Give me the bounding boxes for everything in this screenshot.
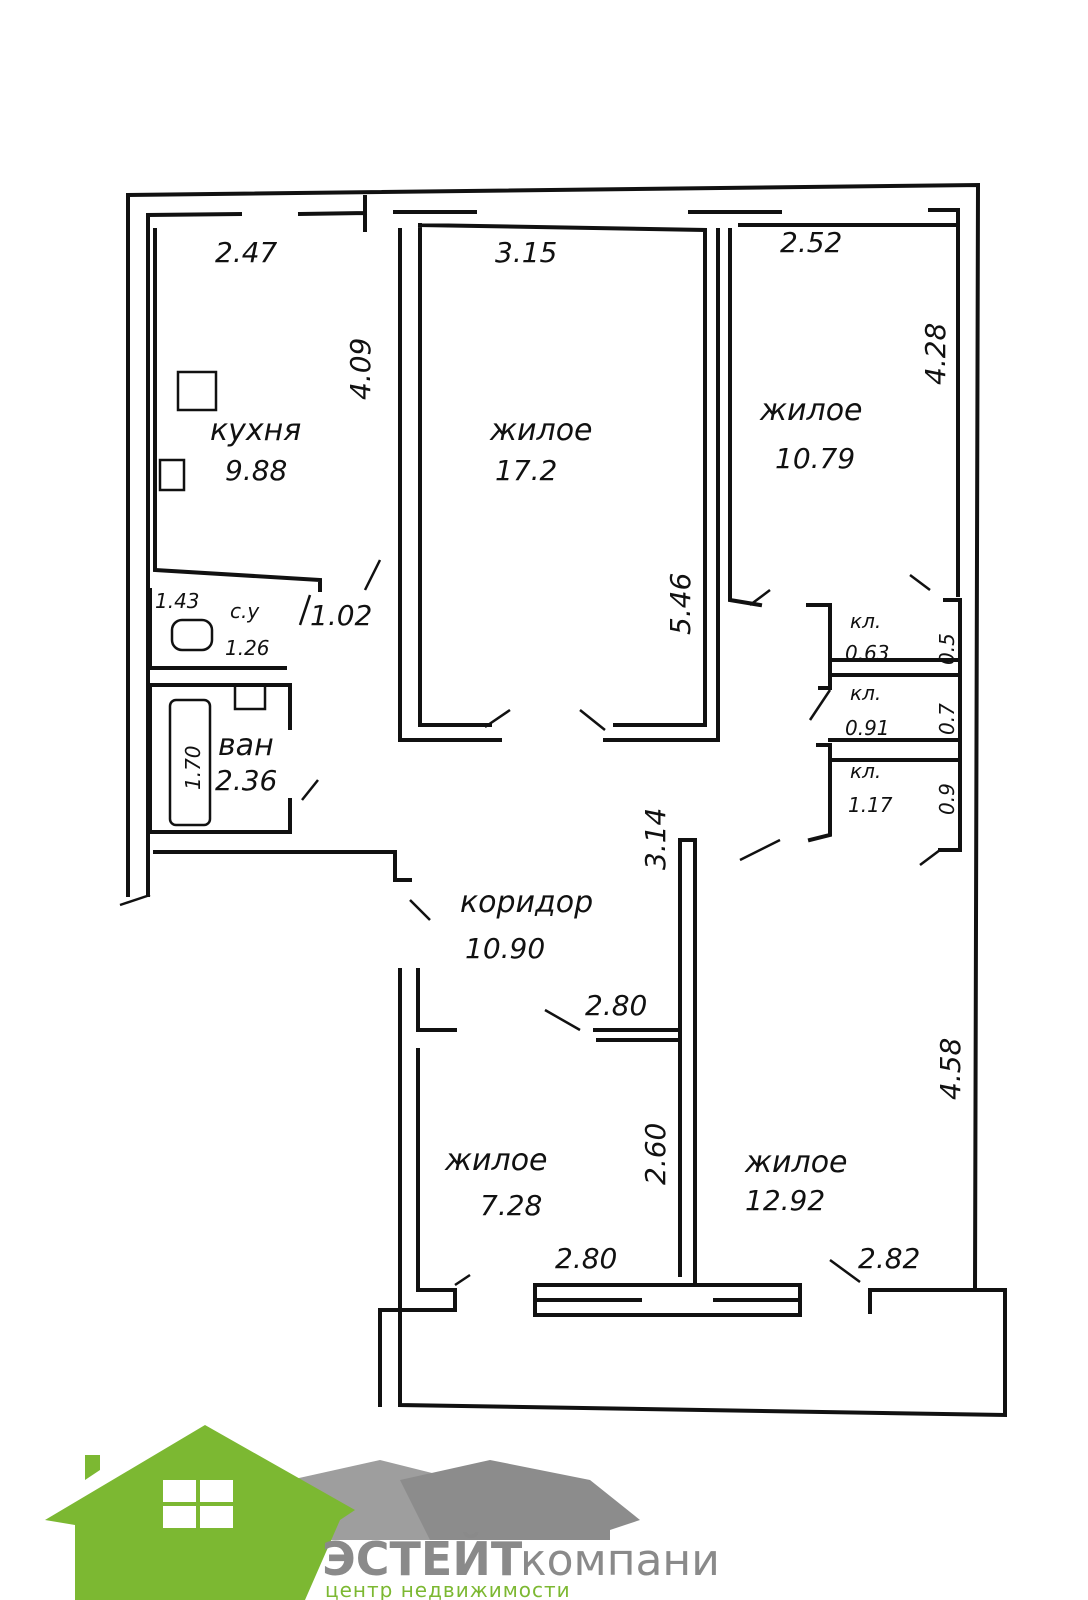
- room-area-closet2: 0.91: [845, 716, 890, 740]
- dim-closet2-depth: 0.7: [935, 703, 959, 735]
- room-name-kitchen: кухня: [210, 413, 301, 448]
- room-area-closet3: 1.17: [848, 793, 893, 817]
- logo-brand-bold: ЭСТЕЙТ: [322, 1532, 523, 1586]
- room-area-living2: 10.79: [775, 442, 855, 475]
- room-area-wc: 1.26: [225, 636, 270, 660]
- dim-bath-height: 1.70: [181, 745, 205, 790]
- dim-living1-height: 5.46: [664, 573, 697, 635]
- dim-corridor-width: 2.80: [585, 989, 647, 1022]
- dim-living4-height: 4.58: [934, 1038, 967, 1100]
- dim-closet1-depth: 0.5: [935, 633, 959, 665]
- room-area-living1: 17.2: [495, 454, 557, 487]
- washbasin-icon: [233, 683, 267, 711]
- room-name-living4: жилое: [744, 1145, 848, 1180]
- dim-kitchen-width: 2.47: [215, 236, 278, 269]
- dim-living2-width: 2.52: [780, 226, 842, 259]
- room-name-closet2: кл.: [850, 681, 881, 705]
- bathtub-icon: [168, 698, 212, 827]
- logo-brand-light: компани: [520, 1535, 720, 1586]
- dim-living2-height: 4.28: [919, 323, 952, 385]
- stove-icon: [176, 370, 218, 412]
- dimensions: 2.47 4.09 3.15 5.46 2.52 4.28 1.43 1.02 …: [155, 226, 967, 1275]
- toilet-icon: [170, 618, 214, 652]
- logo-tagline: центр недвижимости: [325, 1578, 571, 1600]
- room-area-closet1: 0.63: [845, 641, 890, 665]
- room-area-corridor: 10.90: [465, 932, 545, 965]
- room-name-living2: жилое: [759, 393, 863, 428]
- dim-closet3-depth: 0.9: [935, 783, 959, 815]
- dim-wc-door: 1.02: [310, 599, 372, 632]
- room-name-closet3: кл.: [850, 759, 881, 783]
- room-name-wc: с.у: [230, 599, 260, 623]
- room-area-living3: 7.28: [480, 1189, 542, 1222]
- dim-corridor-height: 3.14: [639, 808, 672, 870]
- dim-kitchen-height: 4.09: [344, 338, 377, 400]
- room-name-bath: ван: [218, 728, 274, 763]
- dim-living3-height: 2.60: [639, 1123, 672, 1185]
- sink-icon: [158, 458, 186, 492]
- room-name-closet1: кл.: [850, 609, 881, 633]
- dim-living4-width: 2.82: [858, 1242, 920, 1275]
- dim-wc-width: 1.43: [155, 589, 200, 613]
- room-area-living4: 12.92: [745, 1184, 825, 1217]
- dim-living3-width: 2.80: [555, 1242, 617, 1275]
- room-area-bath: 2.36: [215, 764, 277, 797]
- room-area-kitchen: 9.88: [225, 454, 287, 487]
- room-name-corridor: коридор: [460, 885, 593, 920]
- room-name-living1: жилое: [489, 413, 593, 448]
- company-logo: ЭСТЕЙТ компани центр недвижимости: [45, 1425, 720, 1600]
- dim-living1-width: 3.15: [495, 236, 557, 269]
- walls: [126, 182, 1007, 1418]
- fixtures: [119, 370, 941, 1287]
- room-name-living3: жилое: [444, 1143, 548, 1178]
